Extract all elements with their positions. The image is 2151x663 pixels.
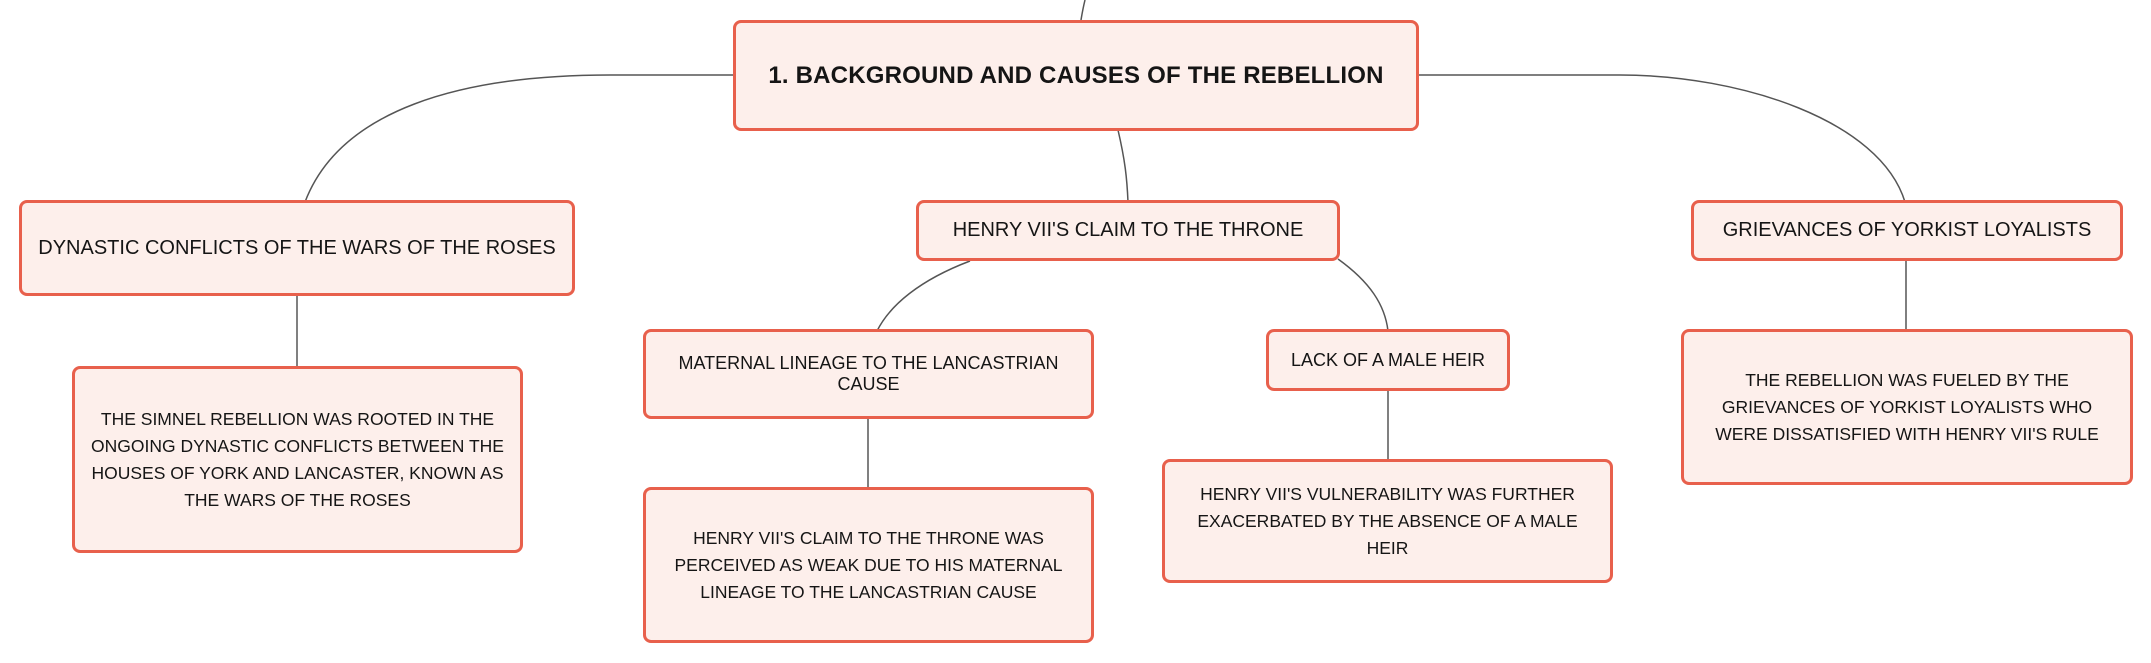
subtopic-maternal-lineage-label: MATERNAL LINEAGE TO THE LANCASTRIAN CAUS… bbox=[678, 353, 1059, 394]
topic-henry-claim-label: HENRY VII'S CLAIM TO THE THRONE bbox=[952, 219, 1304, 241]
detail-maternal-lineage-text: HENRY VII'S CLAIM TO THE THRONE WAS PERC… bbox=[674, 527, 1063, 602]
root-topic-label: 1. BACKGROUND AND CAUSES OF THE REBELLIO… bbox=[768, 61, 1384, 89]
connector-root-grievances bbox=[1418, 74, 1906, 203]
detail-maternal-lineage[interactable]: HENRY VII'S CLAIM TO THE THRONE WAS PERC… bbox=[643, 487, 1094, 643]
connector-to-parent bbox=[1080, 0, 1086, 21]
subtopic-male-heir[interactable]: LACK OF A MALE HEIR bbox=[1266, 329, 1510, 391]
detail-male-heir-text: HENRY VII'S VULNERABILITY WAS FURTHER EX… bbox=[1197, 483, 1578, 558]
topic-dynastic-conflicts[interactable]: DYNASTIC CONFLICTS OF THE WARS OF THE RO… bbox=[19, 200, 575, 296]
connector-claim-heir bbox=[1337, 258, 1389, 332]
subtopic-maternal-lineage[interactable]: MATERNAL LINEAGE TO THE LANCASTRIAN CAUS… bbox=[643, 329, 1094, 419]
detail-yorkist-grievances[interactable]: THE REBELLION WAS FUELED BY THE GRIEVANC… bbox=[1681, 329, 2133, 485]
detail-male-heir[interactable]: HENRY VII'S VULNERABILITY WAS FURTHER EX… bbox=[1162, 459, 1613, 583]
subtopic-male-heir-label: LACK OF A MALE HEIR bbox=[1290, 349, 1486, 370]
root-topic[interactable]: 1. BACKGROUND AND CAUSES OF THE REBELLIO… bbox=[733, 20, 1419, 131]
topic-dynastic-conflicts-label: DYNASTIC CONFLICTS OF THE WARS OF THE RO… bbox=[38, 236, 556, 259]
connector-root-dynastic bbox=[304, 74, 733, 203]
detail-dynastic-conflicts[interactable]: THE SIMNEL REBELLION WAS ROOTED IN THE O… bbox=[72, 366, 523, 553]
topic-yorkist-grievances-label: GRIEVANCES OF YORKIST LOYALISTS bbox=[1722, 219, 2092, 241]
topic-henry-claim[interactable]: HENRY VII'S CLAIM TO THE THRONE bbox=[916, 200, 1340, 261]
connector-claim-maternal bbox=[876, 260, 971, 332]
detail-yorkist-grievances-text: THE REBELLION WAS FUELED BY THE GRIEVANC… bbox=[1715, 369, 2099, 444]
detail-dynastic-conflicts-text: THE SIMNEL REBELLION WAS ROOTED IN THE O… bbox=[91, 408, 504, 510]
topic-yorkist-grievances[interactable]: GRIEVANCES OF YORKIST LOYALISTS bbox=[1691, 200, 2123, 261]
connector-root-claim bbox=[1117, 129, 1129, 203]
